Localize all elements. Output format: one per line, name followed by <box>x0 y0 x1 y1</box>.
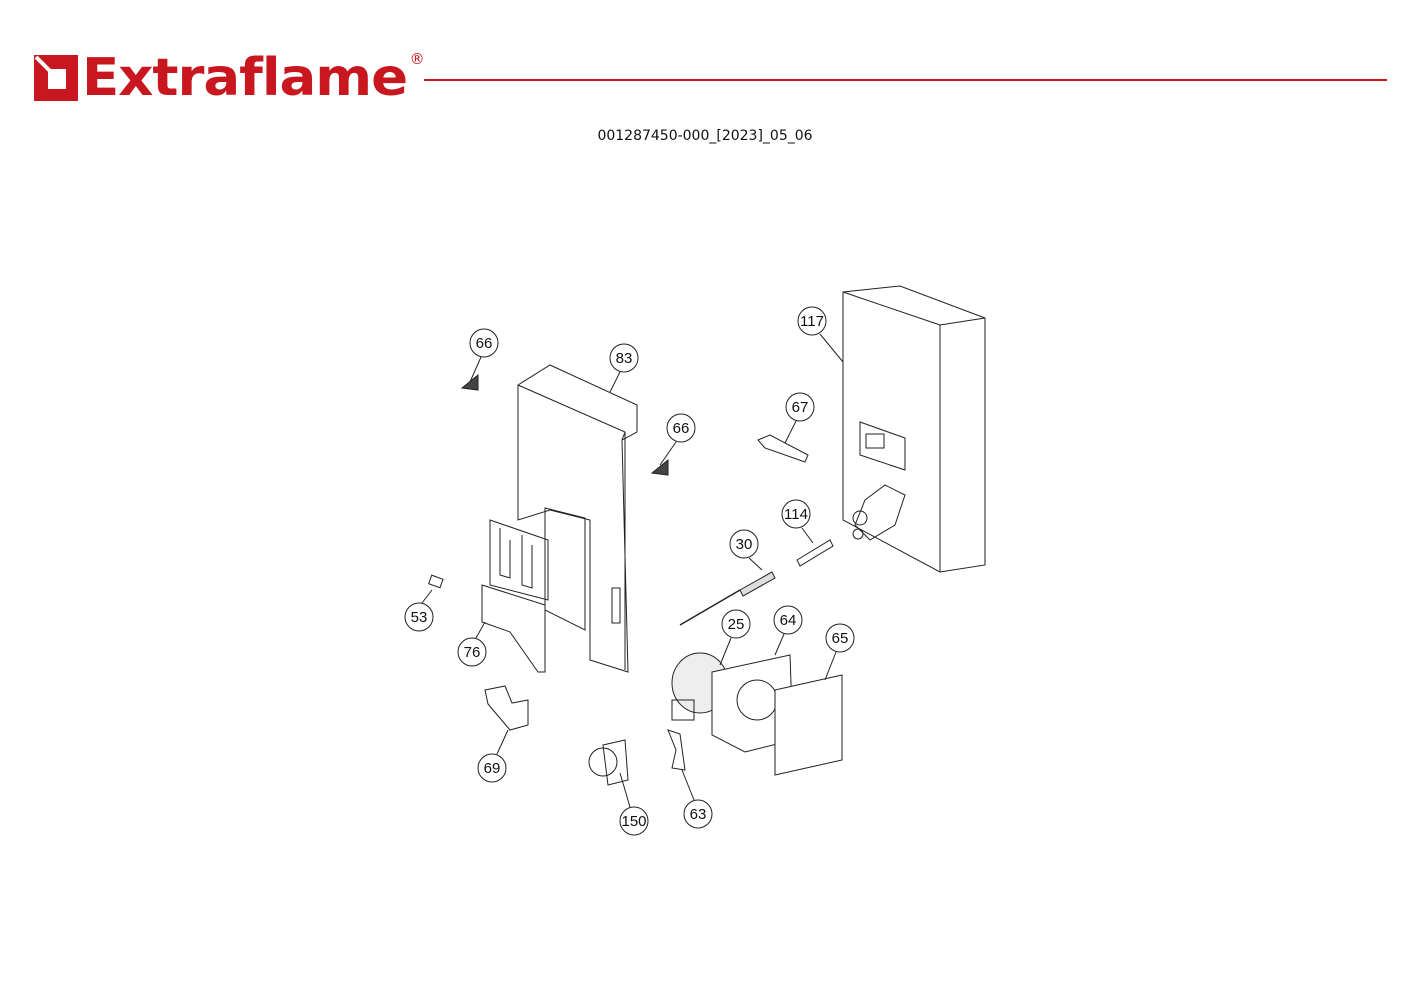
callout-117: 117 <box>797 306 827 336</box>
part-83-panel <box>517 364 638 673</box>
svg-text:83: 83 <box>616 350 633 367</box>
part-76-shield <box>481 519 549 673</box>
callout-30: 30 <box>729 529 759 559</box>
part-114-tube <box>796 539 834 567</box>
svg-text:65: 65 <box>832 630 849 647</box>
document-code: 001287450-000_[2023]_05_06 <box>597 128 813 144</box>
svg-text:66: 66 <box>476 335 493 352</box>
callout-69: 69 <box>477 753 507 783</box>
callout-67: 67 <box>785 392 815 422</box>
registered-mark: ® <box>409 50 425 68</box>
svg-text:66: 66 <box>673 420 690 437</box>
part-53-clip <box>428 574 444 589</box>
part-67-bracket <box>757 434 809 463</box>
brand-logo: Extraflame ® <box>34 48 425 108</box>
part-66-clip-a <box>460 373 479 391</box>
brand-name: Extraflame <box>82 48 408 108</box>
svg-text:53: 53 <box>411 609 428 626</box>
svg-text:67: 67 <box>792 399 809 416</box>
callout-150: 150 <box>619 806 649 836</box>
svg-text:69: 69 <box>484 760 501 777</box>
callout-25: 25 <box>721 609 751 639</box>
callout-64: 64 <box>773 605 803 635</box>
svg-text:64: 64 <box>780 612 797 629</box>
leader-lines <box>421 333 844 808</box>
part-117-body <box>842 285 986 573</box>
part-66-clip-b <box>650 458 669 476</box>
header-rule <box>424 79 1387 81</box>
part-69-deflector <box>484 685 529 731</box>
callout-83: 83 <box>609 343 639 373</box>
callout-66: 66 <box>469 328 499 358</box>
callout-114: 114 <box>781 499 811 529</box>
part-63-bracket <box>667 729 686 771</box>
callout-65: 65 <box>825 623 855 653</box>
part-150-flange <box>588 739 629 786</box>
svg-text:30: 30 <box>736 536 753 553</box>
callout-66b: 66 <box>666 413 696 443</box>
part-65-cover <box>774 674 843 776</box>
callout-53: 53 <box>404 602 434 632</box>
svg-text:117: 117 <box>800 313 824 330</box>
svg-text:76: 76 <box>464 644 481 661</box>
callout-76: 76 <box>457 637 487 667</box>
part-30-cable <box>679 571 776 626</box>
logo-mark-icon <box>34 55 78 101</box>
svg-text:63: 63 <box>690 806 707 823</box>
svg-text:150: 150 <box>621 813 646 830</box>
svg-text:114: 114 <box>784 506 808 523</box>
callout-63: 63 <box>683 799 713 829</box>
svg-text:25: 25 <box>728 616 745 633</box>
